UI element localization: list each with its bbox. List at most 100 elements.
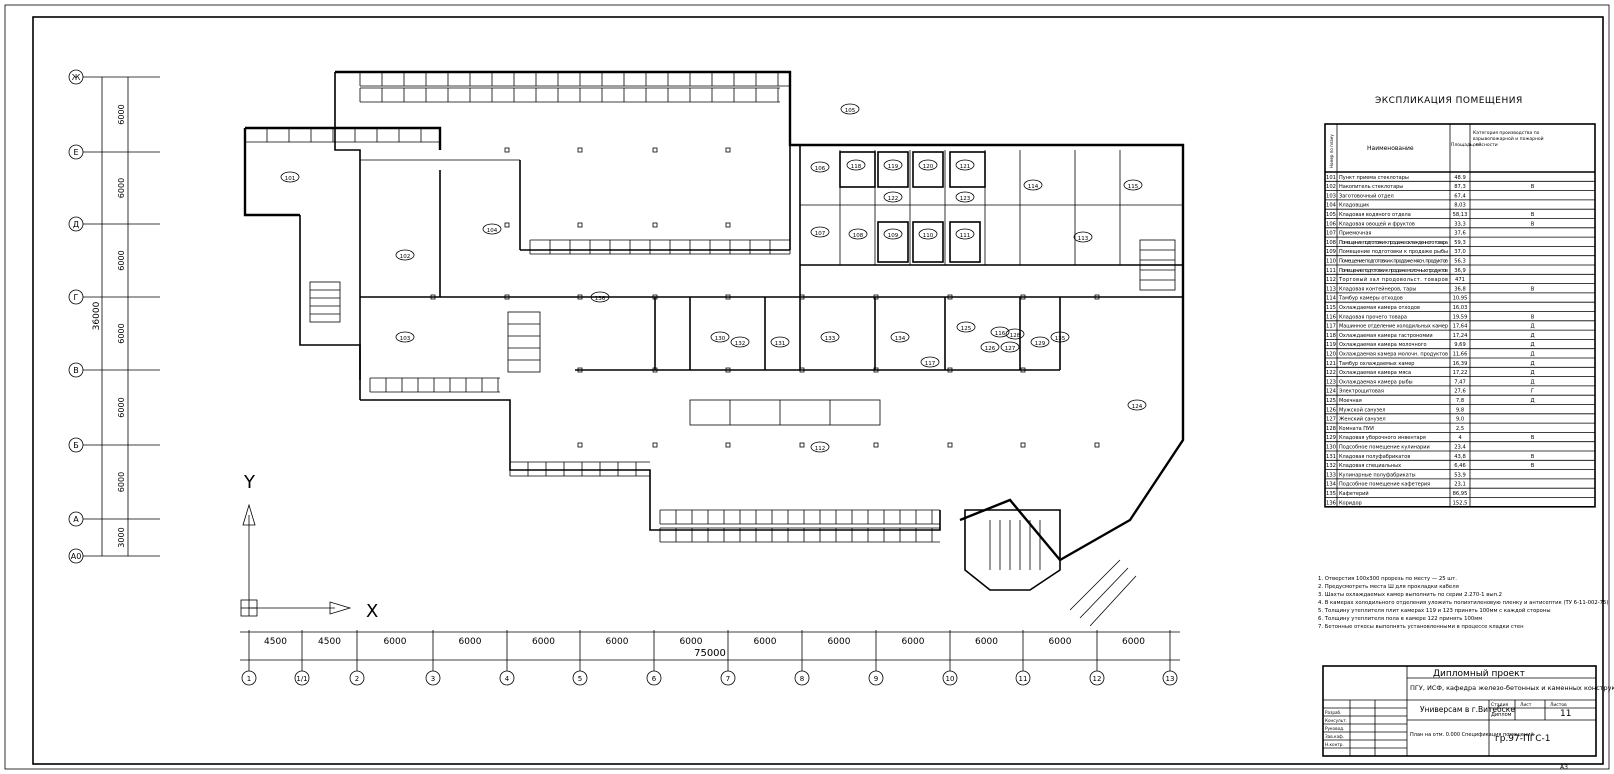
table-cell: 19,59 xyxy=(1453,314,1468,320)
table-cell: Помещение подготовки к продаже молочных … xyxy=(1339,268,1448,274)
room-marker xyxy=(810,161,830,173)
stamp-sheet-label: Лист xyxy=(1520,702,1532,708)
axis-letter: Г xyxy=(74,293,79,302)
column xyxy=(430,294,436,300)
note-line: 2. Предусмотреть места Ш для прокладки к… xyxy=(1318,584,1459,590)
room-marker xyxy=(840,103,860,115)
table-cell: Д xyxy=(1530,342,1534,348)
table-cell: 152,5 xyxy=(1453,500,1468,506)
room-number: 120 xyxy=(923,164,934,170)
stamp-sheet-number: 11 xyxy=(1560,709,1571,719)
axis-number: 8 xyxy=(800,675,804,683)
room-number: 126 xyxy=(985,346,996,352)
table-cell: В xyxy=(1531,454,1535,460)
room-number: 130 xyxy=(715,336,726,342)
drawing-frame xyxy=(32,16,1604,765)
table-cell: 23,1 xyxy=(1454,482,1466,488)
table-cell: 9,69 xyxy=(1454,342,1466,348)
table-cell: 8,03 xyxy=(1454,203,1466,209)
stamp-role: Н.контр. xyxy=(1325,742,1344,747)
room-number: 123 xyxy=(960,196,971,202)
room-number: 110 xyxy=(923,233,934,239)
stair-bottom xyxy=(964,509,1137,627)
table-cell: 119 xyxy=(1326,342,1336,348)
horizontal-dim-value: 6000 xyxy=(754,637,777,647)
room-number: 112 xyxy=(815,446,826,452)
table-cell: 135 xyxy=(1326,491,1336,497)
room-number: 118 xyxy=(851,164,862,170)
table-cell: Пункт приема стеклотары xyxy=(1339,175,1409,181)
table-cell: 16,39 xyxy=(1453,361,1468,367)
stamp-role: Руковод. xyxy=(1325,726,1344,731)
room-marker xyxy=(710,331,730,343)
table-cell: 118 xyxy=(1326,333,1336,339)
room-marker xyxy=(890,331,910,343)
column xyxy=(725,222,731,228)
table-cell: Д xyxy=(1530,333,1534,339)
table-cell: Подсобное помещение кафетерия xyxy=(1339,482,1430,488)
column xyxy=(1094,442,1100,448)
room-marker xyxy=(810,441,830,453)
room-marker xyxy=(956,321,976,333)
room-marker xyxy=(846,159,866,171)
table-cell: 23,4 xyxy=(1454,445,1466,451)
room-marker xyxy=(1127,399,1147,411)
axis-number: 11 xyxy=(1019,675,1028,683)
chamber xyxy=(949,221,981,263)
stamp-role: Зав.каф. xyxy=(1325,734,1344,739)
column xyxy=(577,294,583,300)
horizontal-dim-value: 6000 xyxy=(459,637,482,647)
axis-letter: Е xyxy=(73,148,78,157)
room-number: 124 xyxy=(1132,404,1143,410)
table-cell: Подсобное помещение кулинарии xyxy=(1339,445,1430,451)
table-cell: Моечная xyxy=(1339,398,1362,404)
stamp-sheet-title: План на отм. 0.000 Спецификация помещени… xyxy=(1410,731,1534,738)
column xyxy=(504,147,510,153)
table-cell: Кладовщик xyxy=(1339,203,1369,209)
column xyxy=(725,442,731,448)
table-cell: 107 xyxy=(1326,231,1336,237)
table-cell: Кулинарные полуфабрикаты xyxy=(1339,472,1416,478)
column xyxy=(652,147,658,153)
axis-number: 7 xyxy=(726,675,730,683)
table-cell: 7,47 xyxy=(1454,379,1466,385)
room-number: 132 xyxy=(735,341,746,347)
table-cell: Тамбур камеры отходов xyxy=(1338,296,1403,302)
table-cell: Охлаждаемая камера молочного xyxy=(1339,342,1427,348)
column xyxy=(799,367,805,373)
table-cell: 17,64 xyxy=(1453,324,1469,330)
table-cell: 126 xyxy=(1326,407,1336,413)
ucs-icon: Y X xyxy=(240,472,378,622)
column xyxy=(725,147,731,153)
horizontal-dim-value: 6000 xyxy=(902,637,925,647)
table-cell: 7,8 xyxy=(1456,398,1464,404)
column xyxy=(1020,294,1026,300)
room-marker xyxy=(918,159,938,171)
table-cell: Охлаждаемая камера рыбы xyxy=(1339,379,1413,385)
room-number: 135 xyxy=(1055,336,1066,342)
column xyxy=(577,222,583,228)
column xyxy=(725,294,731,300)
room-marker xyxy=(730,336,750,348)
table-cell: Торговый зал продовольст. товаров xyxy=(1338,276,1448,283)
axis-letter: А0 xyxy=(71,552,82,561)
table-cell: 9,0 xyxy=(1456,417,1464,423)
horizontal-dim-value: 6000 xyxy=(828,637,851,647)
table-cell: 105 xyxy=(1326,212,1336,218)
chamber xyxy=(877,221,909,263)
table-cell: Охлаждаемая камера молочн. продуктов xyxy=(1339,352,1448,358)
room-marker xyxy=(590,291,610,303)
horizontal-dim-value: 6000 xyxy=(1049,637,1072,647)
vertical-dim-value: 6000 xyxy=(117,250,126,270)
room-marker xyxy=(820,331,840,343)
column xyxy=(1094,294,1100,300)
column xyxy=(947,367,953,373)
table-cell: 112 xyxy=(1326,277,1336,283)
room-marker xyxy=(1005,328,1025,340)
chamber xyxy=(912,221,944,263)
room-marker xyxy=(1073,231,1093,243)
